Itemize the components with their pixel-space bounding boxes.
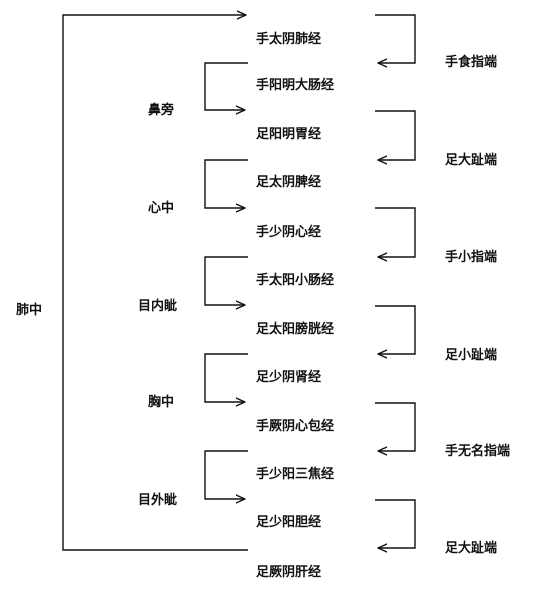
meridian-label: 手少阳三焦经: [256, 466, 334, 482]
left-bracket-3: [204, 256, 248, 305]
meridian-label: 足阳明胃经: [256, 126, 321, 142]
right-bracket-5: [375, 402, 416, 451]
left-connection-label: 目内眦: [138, 298, 177, 314]
right-bracket-2: [375, 110, 416, 160]
meridian-label: 手阳明大肠经: [256, 77, 334, 93]
meridian-label: 足太阴脾经: [256, 174, 321, 190]
meridian-label: 手少阴心经: [256, 224, 321, 240]
left-bracket-2: [204, 159, 248, 208]
left-connection-label: 鼻旁: [148, 102, 174, 118]
right-bracket-3: [375, 207, 416, 257]
left-bracket-5: [204, 450, 248, 499]
meridian-label: 足少阳胆经: [256, 514, 321, 530]
meridian-label: 足太阳膀胱经: [256, 321, 334, 337]
left-connection-label: 心中: [148, 200, 174, 216]
connector-lines: [62, 14, 416, 551]
right-connection-label: 手小指端: [445, 249, 497, 265]
right-connection-label: 足大趾端: [445, 152, 497, 168]
left-bracket-1: [204, 62, 248, 110]
right-bracket-1: [375, 14, 416, 63]
left-connection-label: 目外眦: [138, 492, 177, 508]
origin-label: 肺中: [16, 302, 42, 318]
right-connection-label: 足大趾端: [445, 540, 497, 556]
labels: 肺中 手太阴肺经 手阳明大肠经 足阳明胃经 足太阴脾经 手少阴心经 手太阳小肠经…: [16, 31, 510, 580]
meridian-label: 足少阴肾经: [256, 369, 321, 385]
right-connection-label: 足小趾端: [445, 347, 497, 363]
right-connection-label: 手食指端: [445, 54, 497, 70]
meridian-label: 手太阳小肠经: [256, 272, 334, 288]
meridian-label: 手太阴肺经: [256, 31, 321, 47]
meridian-label: 手厥阴心包经: [256, 418, 334, 434]
origin-bracket: [62, 15, 248, 551]
left-bracket-4: [204, 353, 248, 402]
right-connection-label: 手无名指端: [445, 443, 510, 459]
right-bracket-4: [375, 305, 416, 354]
meridian-label: 足厥阴肝经: [256, 564, 321, 580]
right-bracket-6: [375, 499, 416, 548]
left-connection-label: 胸中: [148, 394, 174, 410]
